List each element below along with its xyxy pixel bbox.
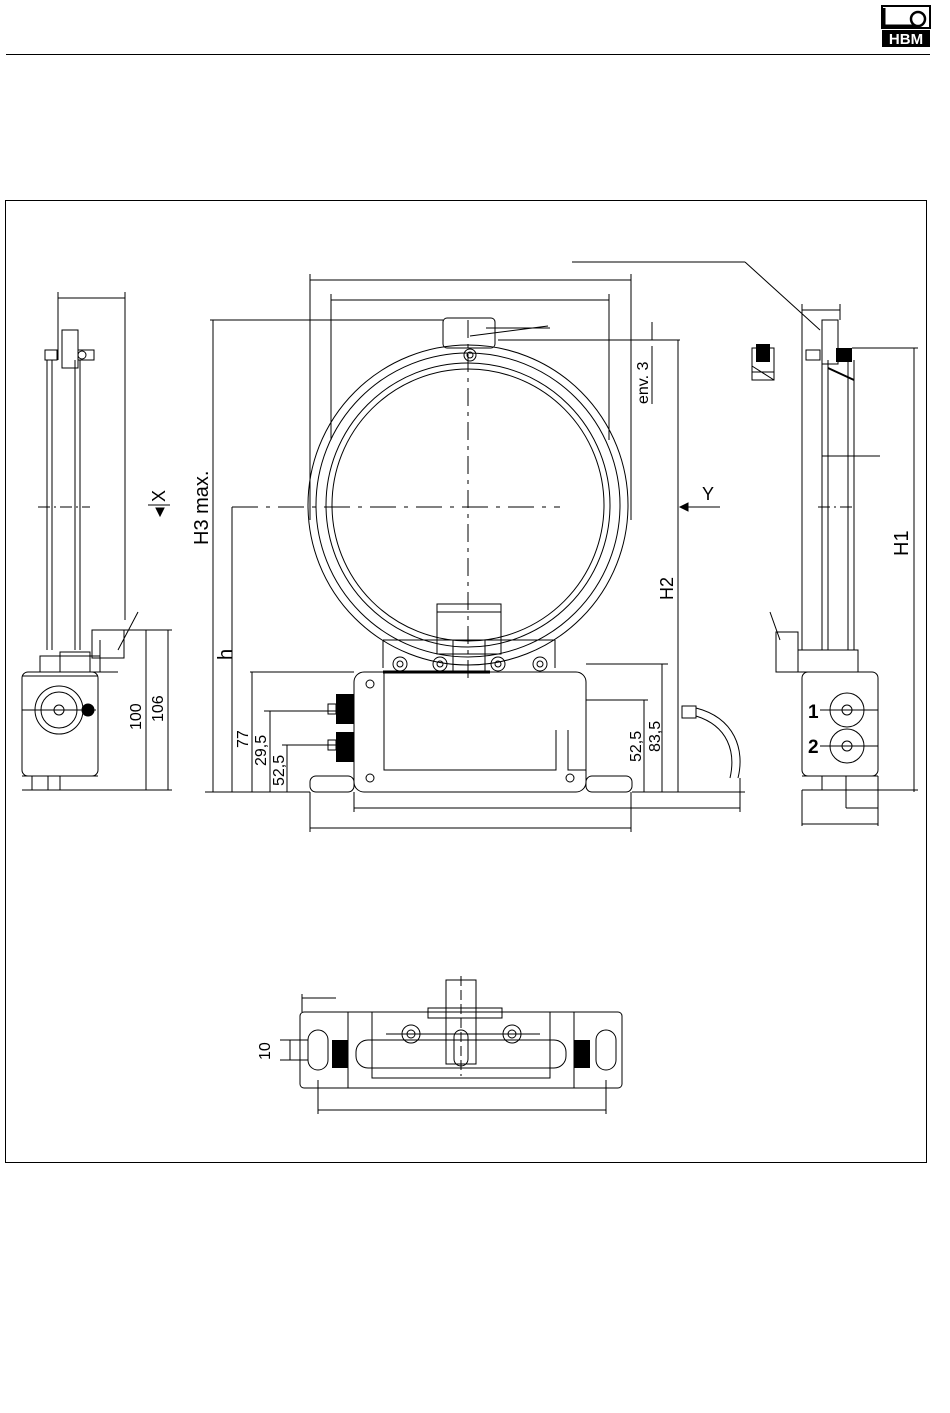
front-view	[205, 274, 745, 832]
top-view	[280, 976, 622, 1114]
dim-52-5-right: 52,5	[628, 731, 645, 762]
connector-2-label: 2	[808, 737, 819, 758]
section-y-label: Y	[702, 484, 714, 504]
right-side-view	[752, 304, 918, 826]
section-x-label: X	[149, 490, 169, 502]
dim-env-3: env. 3	[635, 362, 652, 405]
connector-1-label: 1	[808, 702, 819, 723]
dim-100: 100	[128, 703, 145, 730]
label-h2: H2	[657, 577, 677, 600]
label-h3-max: H3 max.	[191, 471, 213, 545]
dim-52-5: 52,5	[271, 755, 288, 786]
dim-10: 10	[257, 1042, 274, 1060]
dim-77: 77	[235, 730, 252, 748]
label-h1: H1	[891, 530, 913, 556]
dim-106: 106	[150, 695, 167, 722]
dim-29-5: 29,5	[253, 735, 270, 766]
dim-83-5: 83,5	[647, 721, 664, 752]
label-h: h	[215, 649, 237, 660]
